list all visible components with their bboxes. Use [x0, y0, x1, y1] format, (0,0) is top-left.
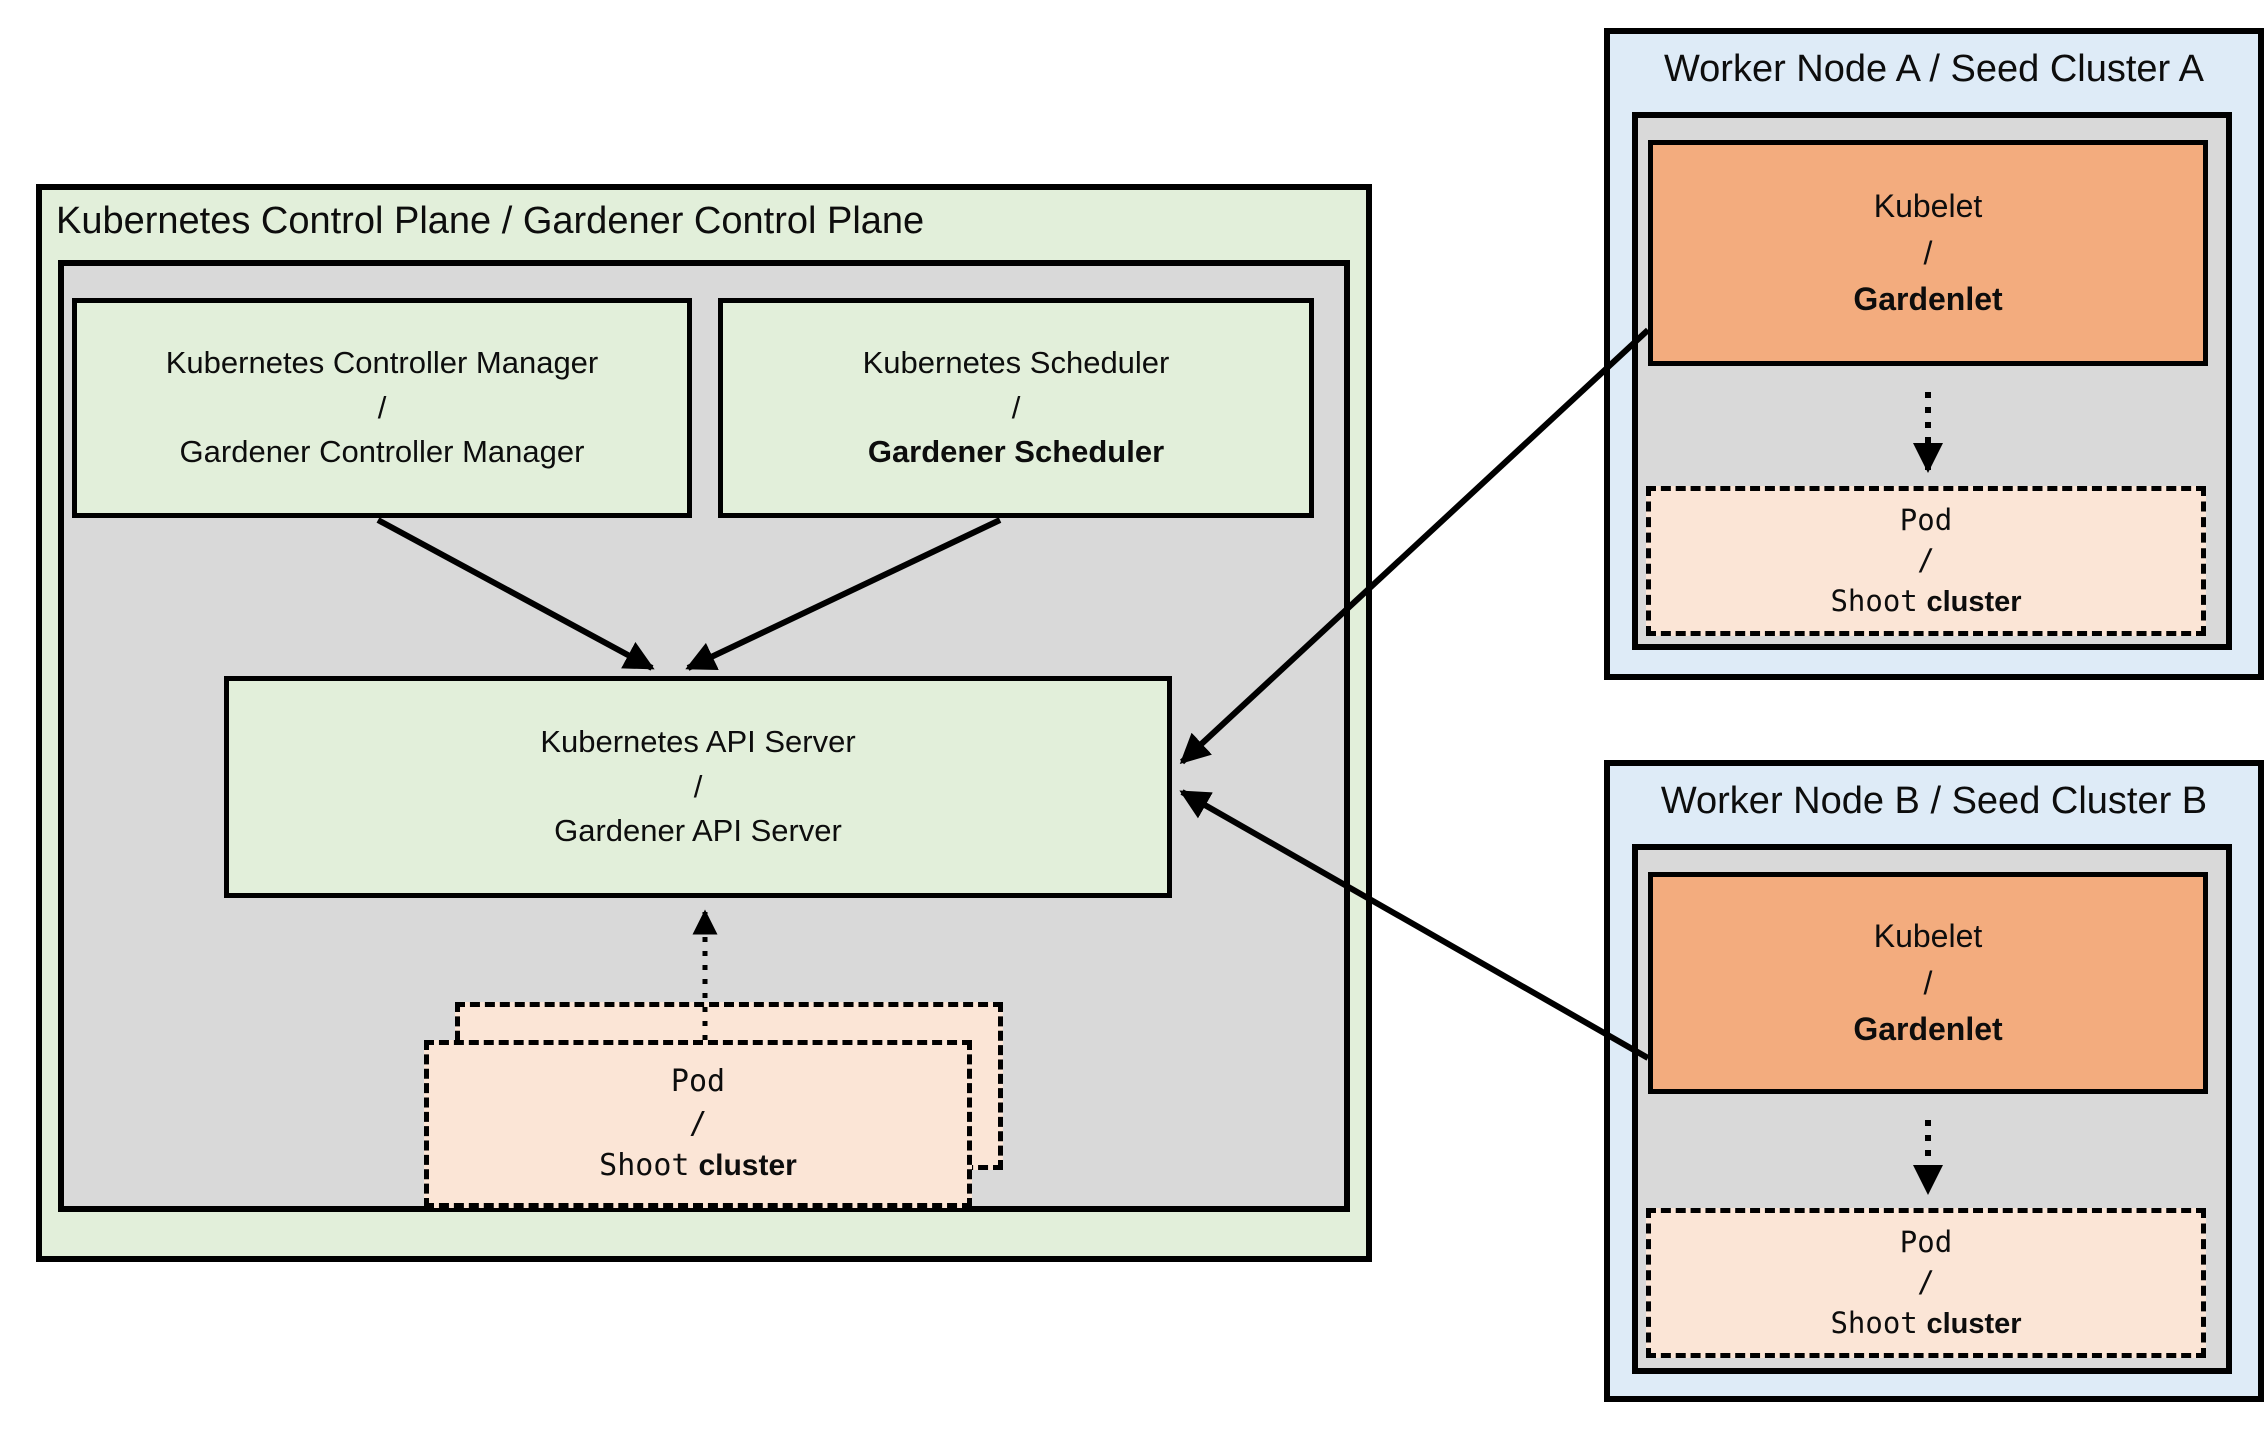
- kubelet-a-slash: /: [1923, 234, 1933, 271]
- controller-manager-slash: /: [377, 389, 387, 425]
- api-server-line3: Gardener API Server: [554, 813, 842, 849]
- api-server-label: Kubernetes API Server / Gardener API Ser…: [229, 681, 1167, 893]
- scheduler-line3: Gardener Scheduler: [867, 434, 1165, 470]
- scheduler-line1: Kubernetes Scheduler: [862, 344, 1170, 380]
- kubelet-a-box: Kubelet / Gardenlet: [1648, 140, 2208, 366]
- kubelet-b-slash: /: [1923, 964, 1933, 1001]
- control-plane-title: Kubernetes Control Plane / Gardener Cont…: [56, 200, 925, 242]
- cluster-label: cluster: [698, 1149, 797, 1182]
- api-server-line1: Kubernetes API Server: [540, 723, 856, 759]
- api-server-box: Kubernetes API Server / Gardener API Ser…: [224, 676, 1172, 898]
- gardenlet-a-line3: Gardenlet: [1853, 281, 2003, 318]
- api-server-slash: /: [693, 768, 703, 804]
- worker-node-b-title: Worker Node B / Seed Cluster B: [1660, 780, 2208, 822]
- worker-node-a-title: Worker Node A / Seed Cluster A: [1663, 48, 2204, 90]
- controller-manager-label: Kubernetes Controller Manager / Gardener…: [77, 303, 687, 513]
- kubelet-a-line1: Kubelet: [1873, 188, 1983, 225]
- controller-manager-line3: Gardener Controller Manager: [179, 434, 585, 470]
- controller-manager-line1: Kubernetes Controller Manager: [165, 344, 599, 380]
- pod-b-slash: /: [1917, 1265, 1935, 1300]
- gardenlet-b-line3: Gardenlet: [1853, 1011, 2003, 1048]
- scheduler-box: Kubernetes Scheduler / Gardener Schedule…: [718, 298, 1314, 518]
- scheduler-slash: /: [1011, 389, 1021, 425]
- pod-slash: /: [688, 1106, 708, 1141]
- shoot-b-label: Shoot: [1830, 1305, 1918, 1340]
- shoot-a-label: Shoot: [1830, 583, 1918, 618]
- cluster-b-label: cluster: [1926, 1307, 2022, 1340]
- scheduler-label: Kubernetes Scheduler / Gardener Schedule…: [723, 303, 1309, 513]
- controller-manager-box: Kubernetes Controller Manager / Gardener…: [72, 298, 692, 518]
- pod-a-line1: Pod: [1899, 503, 1953, 538]
- kubelet-a-label: Kubelet / Gardenlet: [1653, 145, 2203, 361]
- shoot-label: Shoot: [599, 1148, 690, 1183]
- kubelet-b-line1: Kubelet: [1873, 918, 1983, 955]
- pod-b-line1: Pod: [1899, 1225, 1953, 1260]
- pod-a-slash: /: [1917, 543, 1935, 578]
- kubelet-b-label: Kubelet / Gardenlet: [1653, 877, 2203, 1089]
- pod-line1: Pod: [670, 1064, 726, 1099]
- kubelet-b-box: Kubelet / Gardenlet: [1648, 872, 2208, 1094]
- cluster-a-label: cluster: [1926, 585, 2022, 618]
